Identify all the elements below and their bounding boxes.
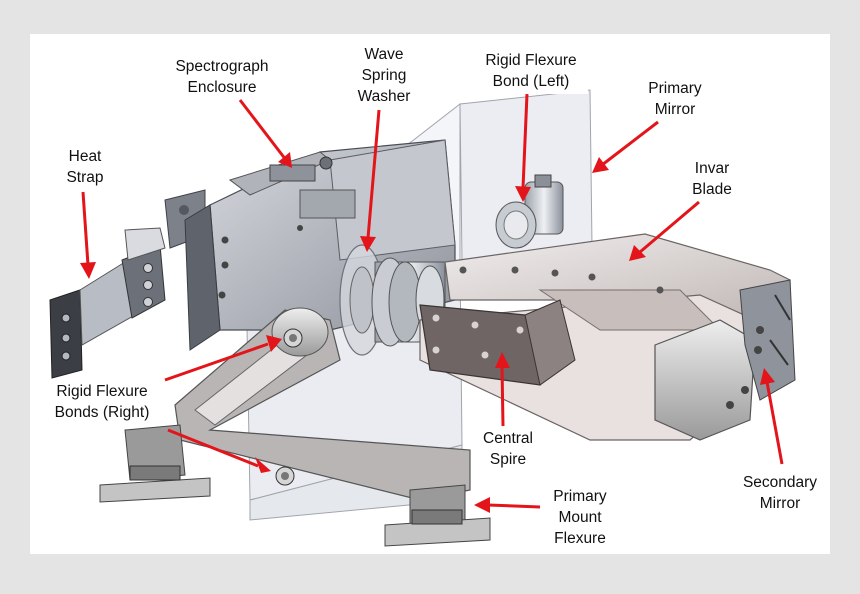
rigid-flexure-bond-left: [495, 174, 564, 249]
secondary-mirror: [654, 279, 796, 441]
arrow-secondary-mirror: [765, 381, 784, 465]
arrow-spectrograph-enclosure: [238, 99, 288, 161]
label-rigid-flexure-bond-left: Rigid Flexure Bond (Left): [485, 52, 577, 90]
label-invar-blade: Invar Blade: [692, 160, 732, 198]
label-spectrograph-enclosure: Spectrograph Enclosure: [175, 58, 269, 96]
heat-strap: [49, 227, 166, 379]
arrow-primary-mount-flexure: [487, 503, 541, 509]
arrow-wave-spring-washer: [366, 109, 381, 239]
central-hub: [371, 257, 446, 347]
arrow-rigid-flexure-bond-left: [521, 93, 529, 189]
label-primary-mount-flexure: Primary Mount Flexure: [553, 488, 607, 547]
arrow-rigid-flexure-bonds-right-2: [167, 428, 259, 468]
label-wave-spring-washer: Wave Spring Washer: [357, 46, 411, 105]
callout-arrows: [80, 93, 784, 513]
label-central-spire: Central Spire: [483, 430, 533, 468]
arrow-heat-strap: [81, 191, 90, 266]
arrow-invar-blade: [639, 200, 700, 254]
arrow-rigid-flexure-bonds-right: [164, 342, 269, 382]
central-spire: [419, 299, 576, 386]
label-primary-mirror: Primary Mirror: [648, 80, 702, 118]
label-backdrop: [474, 46, 588, 94]
label-rigid-flexure-bonds-right: Rigid Flexure Bonds (Right): [54, 383, 150, 421]
rigid-flexure-bonds-right: [174, 307, 471, 501]
label-secondary-mirror: Secondary Mirror: [742, 474, 818, 512]
primary-mount-flexure: [99, 424, 491, 547]
label-backdrop: [160, 52, 282, 98]
label-heat-strap: Heat Strap: [66, 148, 104, 186]
arrow-central-spire: [500, 365, 505, 427]
arrow-primary-mirror: [601, 120, 659, 167]
label-backdrop: [340, 40, 424, 108]
wave-spring-washer: [339, 244, 385, 356]
